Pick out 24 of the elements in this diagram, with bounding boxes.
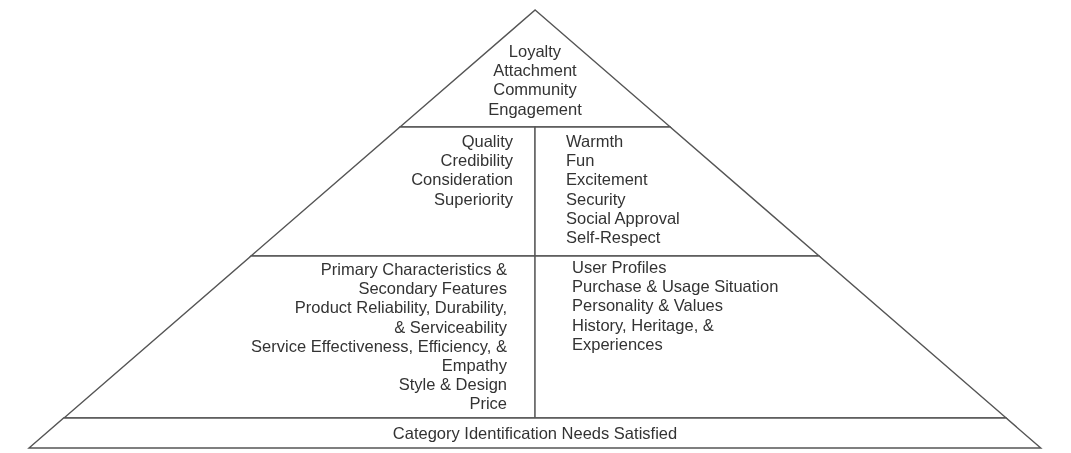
- tier-item-label: History, Heritage, & Experiences: [572, 315, 715, 354]
- tier-item-label: Credibility: [440, 151, 513, 171]
- tier-item-label: Self-Respect: [566, 228, 661, 248]
- tier-item-label: Community: [493, 80, 577, 100]
- tier-item-label: Category Identification Needs Satisfied: [392, 423, 678, 443]
- tier-item-label: Fun: [566, 151, 595, 171]
- tier-item-label: Style & Design: [398, 375, 507, 395]
- tier-item-label: Quality: [461, 132, 513, 152]
- tier-item-label: Personality & Values: [572, 296, 724, 316]
- tier-item-label: Superiority: [434, 189, 513, 209]
- tier-item-label: Excitement: [566, 170, 648, 190]
- tier-item-label: Engagement: [488, 99, 582, 119]
- tier-item-label: User Profiles: [572, 258, 667, 278]
- tier-item-label: Consideration: [411, 170, 513, 190]
- tier-item-label: Social Approval: [566, 208, 680, 228]
- tier-item-label: Primary Characteristics & Secondary Features: [320, 260, 507, 299]
- tier-item-label: Attachment: [493, 61, 577, 81]
- tier-item-label: Security: [566, 189, 626, 209]
- tier-item-label: Price: [469, 394, 507, 414]
- tier-item-label: Purchase & Usage Situation: [572, 277, 779, 297]
- tier-item-label: Product Reliability, Durability, & Serviceability: [294, 298, 507, 337]
- tier-item-label: Loyalty: [508, 42, 562, 62]
- tier-item-label: Service Effectiveness, Efficiency, & Empathy: [250, 336, 507, 376]
- tier-item-label: Warmth: [566, 132, 624, 152]
